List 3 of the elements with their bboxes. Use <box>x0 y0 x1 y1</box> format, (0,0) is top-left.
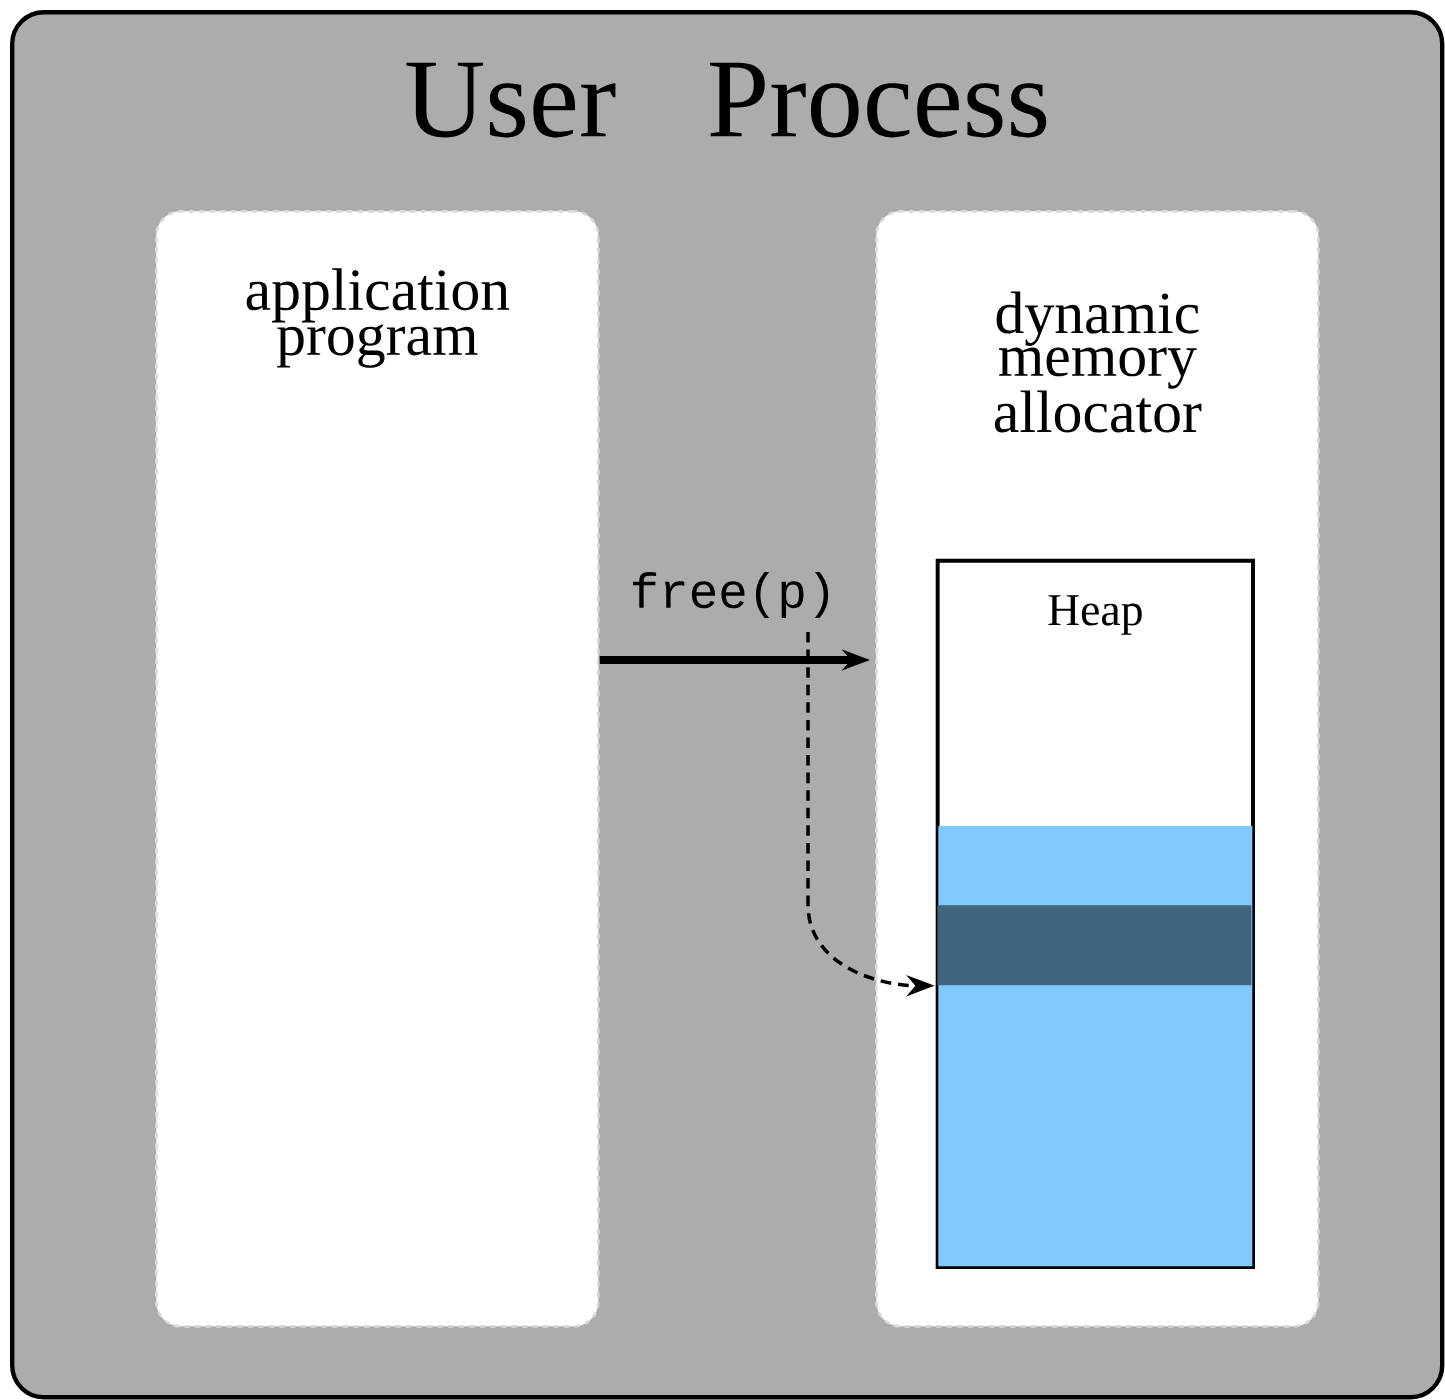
block-bar <box>937 905 1252 986</box>
dashed-box: application program <box>155 210 600 1328</box>
edge-label: free(p) <box>632 572 829 618</box>
